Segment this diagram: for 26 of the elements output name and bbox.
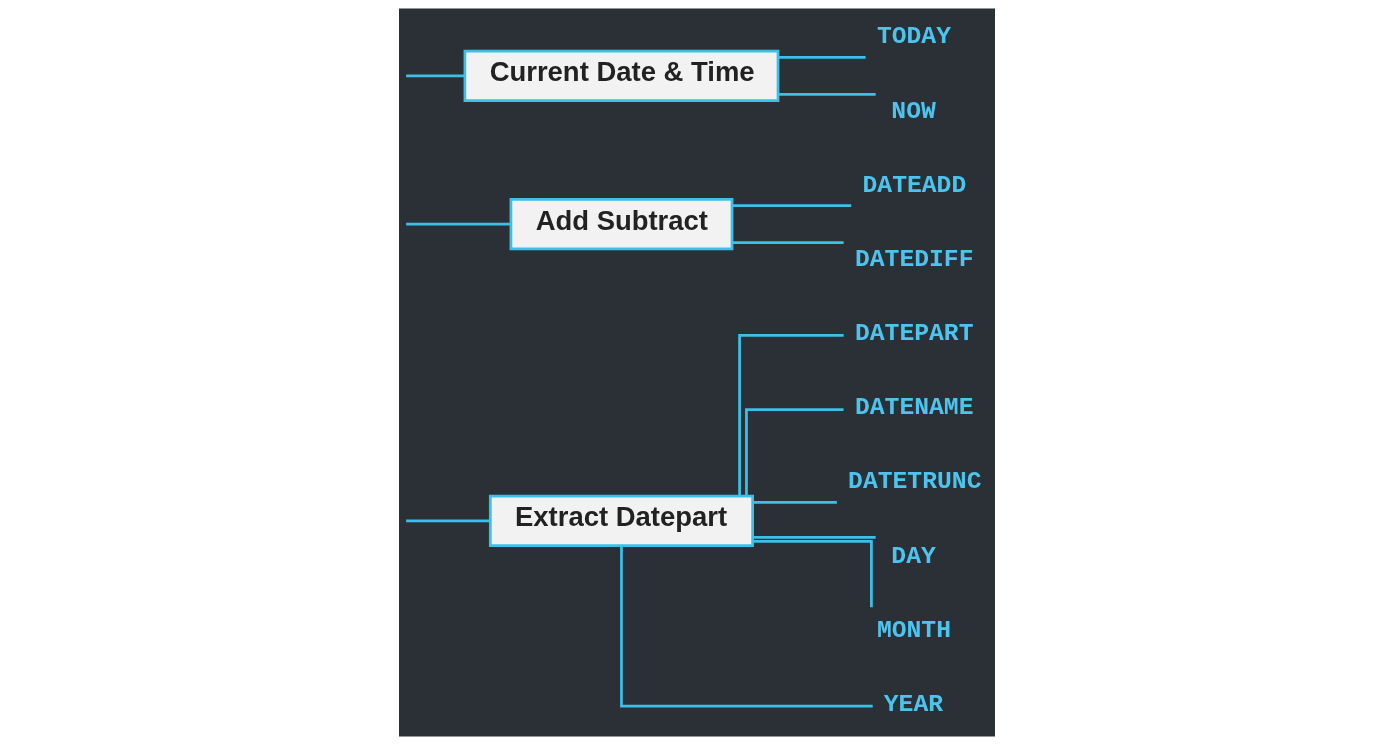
connector [406, 74, 465, 78]
connector [620, 545, 873, 708]
connector [406, 222, 511, 226]
node-text: MONTH [876, 615, 952, 644]
node-box: Add Subtract [509, 198, 734, 251]
node-text: DATETRUNC [848, 467, 982, 496]
node-text: DAY [891, 541, 936, 570]
node-box: Current Date & Time [463, 49, 780, 102]
node-text: TODAY [876, 22, 952, 51]
node-text: NOW [891, 96, 936, 125]
connector [732, 204, 852, 208]
node-text: DATEADD [862, 170, 967, 199]
connector [778, 55, 866, 59]
node-text: DATENAME [854, 393, 974, 422]
connector [752, 500, 837, 504]
connector [752, 535, 876, 539]
connector [738, 334, 844, 496]
connector [732, 241, 844, 245]
node-box: Extract Datepart [488, 494, 754, 547]
node-text: DATEPART [854, 319, 974, 348]
connector [778, 93, 876, 96]
connector [752, 540, 873, 608]
connector [745, 408, 844, 496]
connector [406, 519, 490, 523]
node-text: YEAR [883, 689, 944, 718]
node-text: DATEDIFF [854, 244, 974, 273]
